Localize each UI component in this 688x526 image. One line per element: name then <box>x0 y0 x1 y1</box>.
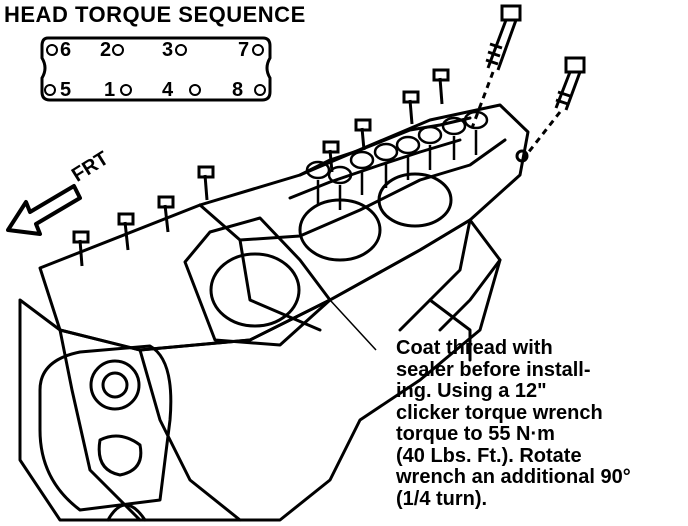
sequence-number: 7 <box>238 39 250 61</box>
note-line: Coat thread with <box>396 337 553 359</box>
sequence-number: 2 <box>100 39 112 61</box>
bolt-hole <box>46 44 58 56</box>
bolt-hole <box>189 84 201 96</box>
sequence-number: 6 <box>60 39 72 61</box>
note-line: clicker torque wrench <box>396 401 603 424</box>
note-line: (1/4 turn). <box>396 487 488 510</box>
note-line: ing. Using a 12" <box>396 380 547 402</box>
sequence-number: 3 <box>162 39 174 61</box>
note-line: sealer before install- <box>396 358 591 381</box>
bolt-hole <box>44 84 56 96</box>
note-line: wrench an additional 90° <box>396 466 631 488</box>
sequence-number: 4 <box>162 79 174 101</box>
note-line: (40 Lbs. Ft.). Rotate <box>396 444 582 467</box>
note-line: torque to 55 N·m <box>396 423 555 445</box>
head-outline <box>40 36 272 102</box>
bolt-hole <box>252 44 264 56</box>
sequence-number: 1 <box>104 79 116 101</box>
bolt-hole <box>112 44 124 56</box>
diagram-title: HEAD TORQUE SEQUENCE <box>4 2 306 27</box>
sequence-number: 8 <box>232 79 244 101</box>
front-arrow-icon <box>6 184 82 236</box>
sequence-number: 5 <box>60 79 72 101</box>
bolt-hole <box>120 84 132 96</box>
torque-instruction-note: Coat thread with sealer before install- … <box>396 337 686 510</box>
bolt-hole <box>175 44 187 56</box>
torque-sequence-plate: 6 2 3 7 5 1 4 8 <box>38 30 273 106</box>
bolt-hole <box>254 84 266 96</box>
